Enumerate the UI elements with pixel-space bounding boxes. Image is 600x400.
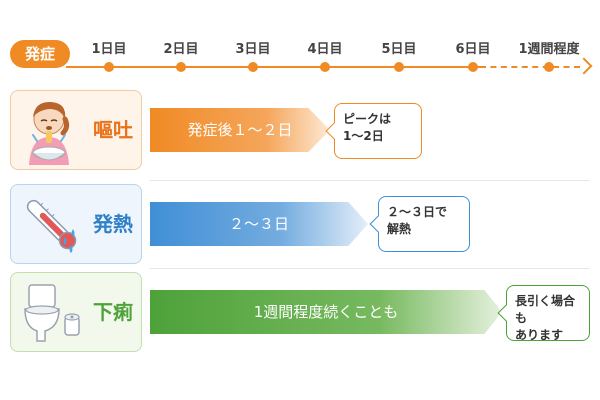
row-divider	[150, 180, 590, 181]
tick-label-day4: 4日目	[307, 42, 343, 57]
note-bubble: ２～３日で 解熱	[369, 196, 470, 252]
note-text: ２～３日で 解熱	[387, 205, 448, 236]
duration-bar: ２～３日	[150, 202, 368, 246]
tick-label-day3: 3日目	[235, 42, 271, 57]
timeline: 発症 1日目 2日目 3日目 4日目 5日目 6日目 1週間程度	[0, 0, 600, 80]
tick-dot-day6	[468, 62, 478, 72]
vomiting-person-icon	[29, 101, 70, 165]
note-bubble-tail	[325, 122, 343, 140]
tick-dot-day4	[320, 62, 330, 72]
note-bubble-tail	[369, 215, 387, 233]
timeline-line	[66, 66, 480, 68]
symptom-label: 下痢	[93, 300, 133, 324]
symptom-icon-box	[10, 184, 142, 264]
duration-bar: 発症後１～２日	[150, 108, 330, 152]
symptom-row-vomiting: 嘔吐 発症後１～２日 ピークは 1～2日	[10, 90, 590, 170]
note-text: 長引く場合も あります	[515, 294, 576, 342]
tick-label-week1: 1週間程度	[518, 42, 580, 57]
row-divider	[150, 268, 590, 269]
timeline-dashed-extension	[480, 66, 580, 68]
note-text: ピークは 1～2日	[343, 112, 392, 143]
note-bubble: 長引く場合も あります	[497, 285, 590, 342]
symptom-row-fever: 発熱 ２～３日 ２～３日で 解熱	[10, 184, 590, 264]
tick-label-day2: 2日目	[163, 42, 199, 57]
note-bubble: ピークは 1～2日	[325, 103, 422, 159]
toilet-icon	[24, 284, 80, 342]
symptom-label: 発熱	[93, 212, 133, 236]
tick-label-day1: 1日目	[91, 42, 127, 57]
tick-dot-day3	[248, 62, 258, 72]
symptom-row-diarrhea: 下痢 1週間程度続くことも 長引く場合も あります	[10, 272, 590, 352]
tick-label-day5: 5日目	[381, 42, 417, 57]
symptom-icon-box	[10, 90, 142, 170]
tick-dot-day1	[104, 62, 114, 72]
onset-label: 発症	[10, 40, 70, 68]
tick-dot-week1	[544, 62, 554, 72]
timeline-arrow-icon	[575, 57, 593, 75]
note-bubble-tail	[497, 304, 515, 322]
tick-dot-day5	[394, 62, 404, 72]
tick-label-day6: 6日目	[455, 42, 491, 57]
tick-dot-day2	[176, 62, 186, 72]
symptom-label: 嘔吐	[93, 118, 133, 142]
symptom-icon-box	[10, 272, 142, 352]
duration-bar: 1週間程度続くことも	[150, 290, 502, 334]
thermometer-icon	[26, 199, 77, 253]
